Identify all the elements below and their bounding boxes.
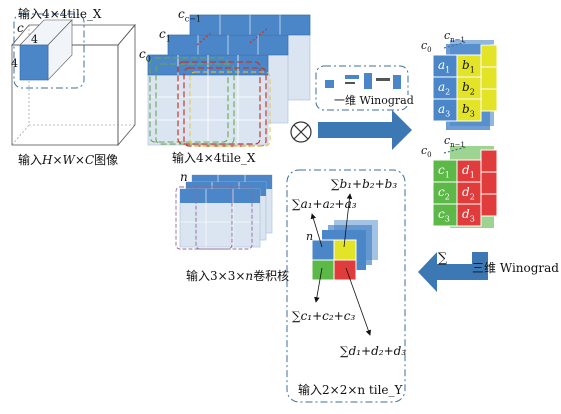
winograd-3d-label: 三维 Winograd [472, 261, 559, 275]
cell-d1: d1 [462, 163, 475, 180]
window-green-2 [155, 63, 235, 145]
result-box [286, 169, 406, 403]
cell-d2: d2 [462, 185, 475, 202]
label-c0: c0 [139, 47, 151, 64]
cell-c1: c1 [438, 163, 450, 180]
result-n-label: n [306, 230, 314, 243]
sum-d-label: ∑d₁+d₂+d₃ [340, 344, 407, 358]
arrow-down-left-icon [418, 252, 488, 292]
volume-width-label: 4 [31, 33, 38, 46]
window-red-1 [177, 61, 261, 145]
input-tile-mid-label: 输入4×4tile_X [172, 151, 256, 165]
group-cd-c0: c0 [421, 144, 432, 160]
winograd-1d-label: 一维 Winograd [333, 94, 415, 107]
group-ab-c0: c0 [421, 39, 432, 55]
kernel-label: 输入3×3×n卷积核 [186, 269, 290, 283]
tile-stack [147, 14, 311, 147]
cell-c3: c3 [438, 207, 450, 224]
window-red-2 [183, 67, 267, 147]
cell-a2: a2 [438, 80, 451, 97]
label-c-minus-1: cc−1 [178, 7, 202, 24]
volume-c-label: c [17, 21, 24, 35]
volume-tile-face [19, 44, 49, 81]
kernel-window-2 [195, 186, 253, 250]
sum-symbol: ∑ [438, 251, 448, 266]
sum-c-label: ∑c₁+c₂+c₃ [292, 309, 356, 323]
kernel-n-label: n [180, 170, 188, 184]
cell-a3: a3 [438, 102, 451, 119]
volume-height-label: 4 [11, 57, 18, 70]
output-tile-label: 输入2×2×n tile_Y [298, 383, 403, 397]
kernel-stack [175, 174, 273, 250]
cell-a1: a1 [438, 58, 451, 75]
group-ab-cn1: cn−1 [444, 29, 465, 45]
cell-b2: b2 [462, 80, 475, 97]
label-c1: c1 [159, 27, 171, 44]
sum-b-label: ∑b₁+b₂+b₃ [331, 177, 398, 191]
input-volume [11, 13, 136, 147]
arrow-right-icon [318, 110, 412, 150]
cell-c2: c2 [438, 185, 450, 202]
cell-b1: b1 [462, 58, 475, 75]
tile-highlight-dashed [13, 13, 85, 89]
window-green-1 [149, 57, 229, 143]
cell-b3: b3 [462, 102, 475, 119]
cell-d3: d3 [462, 207, 475, 224]
input-tile-top-label: 输入4×4tile_X [18, 7, 102, 21]
output-group-ab [432, 40, 498, 130]
sum-a-label: ∑a₁+a₂+a₃ [292, 197, 357, 211]
group-cd-cn1: cn−1 [444, 134, 465, 150]
window-yellow [189, 71, 271, 147]
input-volume-label: 输入H×W×C图像 [18, 153, 119, 167]
output-group-cd [432, 146, 498, 228]
